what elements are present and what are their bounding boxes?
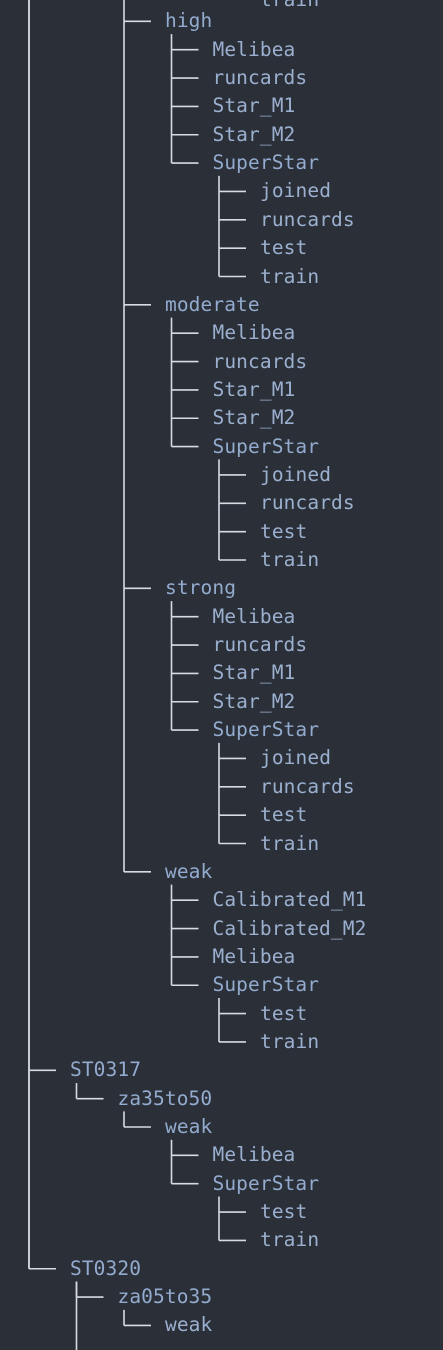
tree-folder-label[interactable]: strong	[165, 576, 237, 600]
tree-item-label[interactable]: train	[260, 264, 320, 288]
tree-item-label[interactable]: Melibea	[212, 604, 296, 628]
tree-folder-label[interactable]: high	[165, 9, 213, 33]
tree-item-label[interactable]: Star_M2	[212, 122, 296, 146]
tree-item-label[interactable]: joined	[260, 462, 332, 486]
tree-item-label[interactable]: runcards	[212, 349, 308, 373]
tree-item-label[interactable]: Melibea	[212, 1143, 296, 1167]
tree-folder-label[interactable]: moderate	[165, 292, 260, 316]
tree-item-label[interactable]: Melibea	[212, 321, 296, 345]
tree-folder-label[interactable]: SuperStar	[212, 718, 320, 742]
tree-item-label[interactable]: Melibea	[212, 37, 296, 61]
tree-item-label[interactable]: test	[260, 519, 308, 543]
tree-folder-label[interactable]: za05to35	[117, 1285, 213, 1309]
tree-folder-label[interactable]: ST0317	[70, 1058, 142, 1082]
tree-item-label[interactable]: Star_M1	[212, 377, 296, 401]
tree-folder-label[interactable]: SuperStar	[212, 973, 320, 997]
tree-item-label[interactable]: Melibea	[212, 944, 296, 968]
tree-item-label[interactable]: test	[260, 236, 308, 260]
tree-item-label[interactable]: weak	[165, 1313, 213, 1337]
tree-item-label[interactable]: runcards	[260, 491, 355, 515]
tree-item-label[interactable]: train	[260, 1029, 320, 1053]
tree-item-label[interactable]: runcards	[212, 633, 308, 657]
tree-item-label[interactable]: joined	[260, 179, 332, 203]
tree-item-label[interactable]: train	[260, 1228, 320, 1252]
tree-item-label[interactable]: train	[260, 0, 319, 10]
tree-item-label[interactable]: train	[260, 548, 320, 571]
tree-item-label[interactable]: Calibrated_M1	[212, 888, 367, 912]
tree-folder-label[interactable]: ST0320	[70, 1256, 142, 1280]
tree-item-label[interactable]: Star_M2	[212, 406, 296, 430]
tree-item-label[interactable]: Star_M1	[212, 94, 296, 118]
tree-item-label[interactable]: test	[260, 1001, 308, 1025]
tree-item-label[interactable]: test	[260, 803, 308, 827]
tree-item-label[interactable]: Star_M1	[212, 661, 296, 685]
tree-item-label[interactable]: Calibrated_M2	[212, 916, 367, 940]
tree-folder-label[interactable]: SuperStar	[212, 1171, 320, 1195]
tree-folder-label[interactable]: SuperStar	[212, 434, 320, 458]
tree-folder-label[interactable]: weak	[165, 1115, 213, 1138]
tree-item-label[interactable]: runcards	[212, 66, 308, 90]
tree-item-label[interactable]: runcards	[260, 207, 355, 231]
tree-item-label[interactable]: joined	[260, 746, 332, 770]
tree-item-label[interactable]: train	[260, 831, 320, 855]
tree-item-label[interactable]: Star_M2	[212, 689, 296, 713]
tree-folder-label[interactable]: SuperStar	[212, 151, 320, 175]
tree-folder-label[interactable]: za35to50	[117, 1086, 213, 1110]
tree-folder-label[interactable]: weak	[165, 859, 213, 883]
tree-item-label[interactable]: test	[260, 1200, 308, 1224]
tree-item-label[interactable]: runcards	[260, 774, 355, 798]
